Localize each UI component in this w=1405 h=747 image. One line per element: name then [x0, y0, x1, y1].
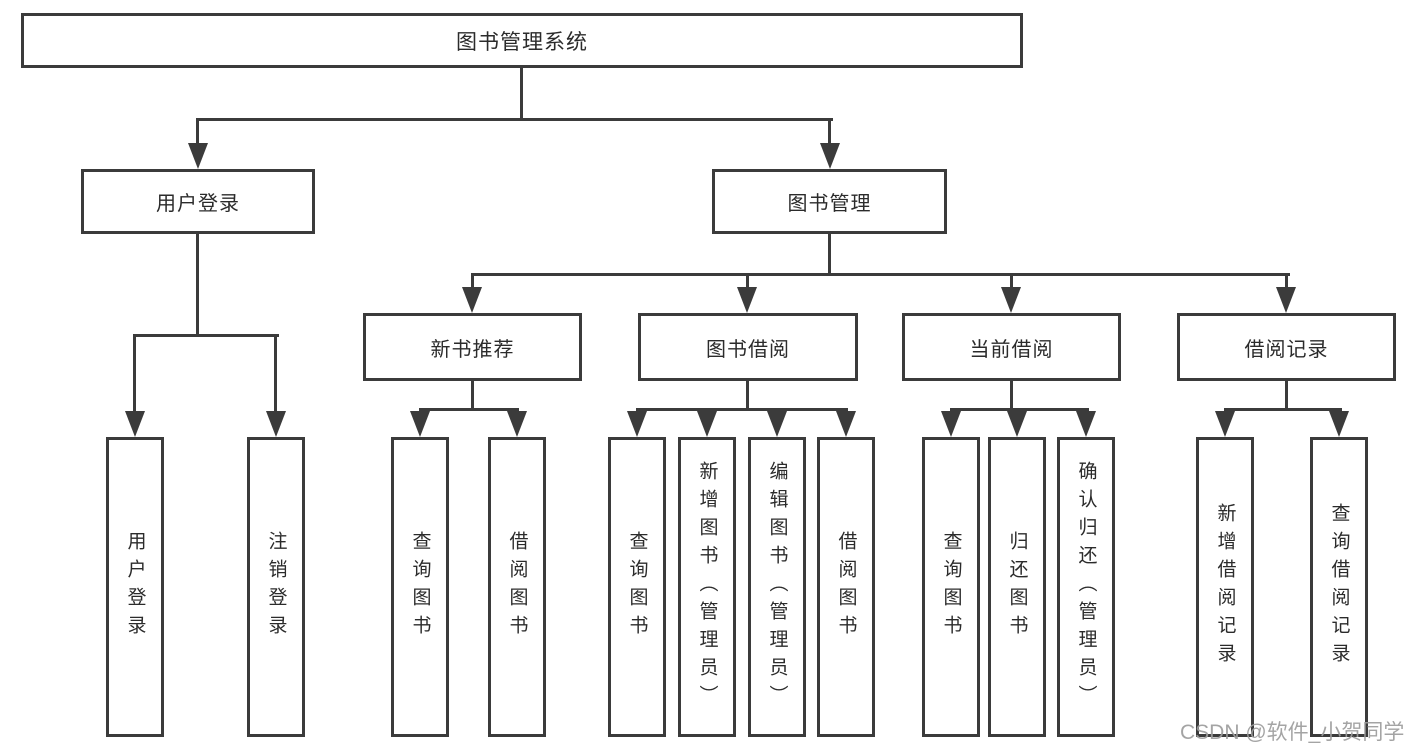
connector-line	[746, 381, 749, 408]
arrow-down-icon	[507, 411, 527, 437]
connector-line	[471, 273, 1290, 276]
connector-line	[419, 408, 519, 411]
node-leaf-br-query-record: 查询借阅记录	[1310, 437, 1368, 737]
node-label: 用户登录	[124, 531, 146, 643]
connector-line	[1285, 381, 1288, 408]
node-leaf-nbr-borrow-books: 借阅图书	[488, 437, 546, 737]
node-label: 图书借阅	[706, 338, 790, 361]
node-leaf-bb-query-books: 查询图书	[608, 437, 666, 737]
csdn-watermark: CSDN @软件_小贺同学	[1180, 721, 1405, 744]
connector-line	[828, 118, 831, 146]
connector-line	[471, 273, 474, 291]
arrow-down-icon	[266, 411, 286, 437]
node-leaf-br-add-record: 新增借阅记录	[1196, 437, 1254, 737]
connector-line	[520, 68, 523, 118]
node-leaf-user-login: 用户登录	[106, 437, 164, 737]
arrow-down-icon	[1329, 411, 1349, 437]
node-leaf-cb-query-books: 查询图书	[922, 437, 980, 737]
arrow-down-icon	[697, 411, 717, 437]
node-label: 注销登录	[265, 531, 287, 643]
node-label: 编辑图书（管理员）	[766, 461, 788, 713]
arrow-down-icon	[125, 411, 145, 437]
arrow-down-icon	[1001, 287, 1021, 313]
connector-line	[196, 118, 833, 121]
arrow-down-icon	[1076, 411, 1096, 437]
connector-line	[1010, 381, 1013, 408]
arrow-down-icon	[188, 143, 208, 169]
node-label: 借阅记录	[1244, 338, 1329, 361]
node-new-book-recommendation: 新书推荐	[363, 313, 582, 381]
arrow-down-icon	[1276, 287, 1296, 313]
connector-line	[950, 408, 1089, 411]
connector-line	[1224, 408, 1342, 411]
connector-line	[471, 381, 474, 408]
arrow-down-icon	[767, 411, 787, 437]
connector-line	[274, 334, 277, 414]
node-leaf-bb-borrow-books: 借阅图书	[817, 437, 875, 737]
node-label: 查询图书	[940, 531, 962, 643]
node-label: 新增借阅记录	[1214, 503, 1236, 671]
node-label: 新增图书（管理员）	[696, 461, 718, 713]
arrow-down-icon	[737, 287, 757, 313]
arrow-down-icon	[1215, 411, 1235, 437]
node-label: 用户登录	[156, 193, 240, 215]
node-leaf-nbr-query-books: 查询图书	[391, 437, 449, 737]
node-leaf-cb-return-books: 归还图书	[988, 437, 1046, 737]
connector-line	[1010, 273, 1013, 291]
node-label: 查询图书	[409, 531, 431, 643]
node-label: 归还图书	[1006, 531, 1028, 643]
arrow-down-icon	[836, 411, 856, 437]
arrow-down-icon	[941, 411, 961, 437]
node-leaf-bb-edit-books-admin: 编辑图书（管理员）	[748, 437, 806, 737]
node-current-borrowing: 当前借阅	[902, 313, 1121, 381]
node-label: 新书推荐	[430, 338, 515, 361]
node-label: 当前借阅	[969, 338, 1054, 361]
node-label: 查询借阅记录	[1328, 503, 1350, 671]
node-leaf-bb-add-books-admin: 新增图书（管理员）	[678, 437, 736, 737]
node-borrowing-records: 借阅记录	[1177, 313, 1396, 381]
node-library-management-system: 图书管理系统	[21, 13, 1023, 68]
arrow-down-icon	[627, 411, 647, 437]
arrow-down-icon	[462, 287, 482, 313]
connector-line	[636, 408, 848, 411]
node-label: 借阅图书	[835, 531, 857, 643]
connector-line	[196, 118, 199, 146]
node-book-management: 图书管理	[712, 169, 947, 234]
node-leaf-logout: 注销登录	[247, 437, 305, 737]
connector-line	[133, 334, 136, 414]
node-user-login: 用户登录	[81, 169, 315, 234]
node-label: 借阅图书	[506, 531, 528, 643]
node-label: 图书管理	[787, 193, 872, 215]
connector-line	[828, 234, 831, 273]
node-label: 图书管理系统	[456, 30, 588, 54]
connector-line	[133, 334, 279, 337]
arrow-down-icon	[820, 143, 840, 169]
node-book-borrowing: 图书借阅	[638, 313, 858, 381]
connector-line	[196, 234, 199, 334]
connector-line	[746, 273, 749, 291]
arrow-down-icon	[410, 411, 430, 437]
arrow-down-icon	[1007, 411, 1027, 437]
node-label: 查询图书	[626, 531, 648, 643]
node-leaf-cb-confirm-return-admin: 确认归还（管理员）	[1057, 437, 1115, 737]
connector-line	[1285, 273, 1288, 291]
node-label: 确认归还（管理员）	[1075, 461, 1097, 713]
